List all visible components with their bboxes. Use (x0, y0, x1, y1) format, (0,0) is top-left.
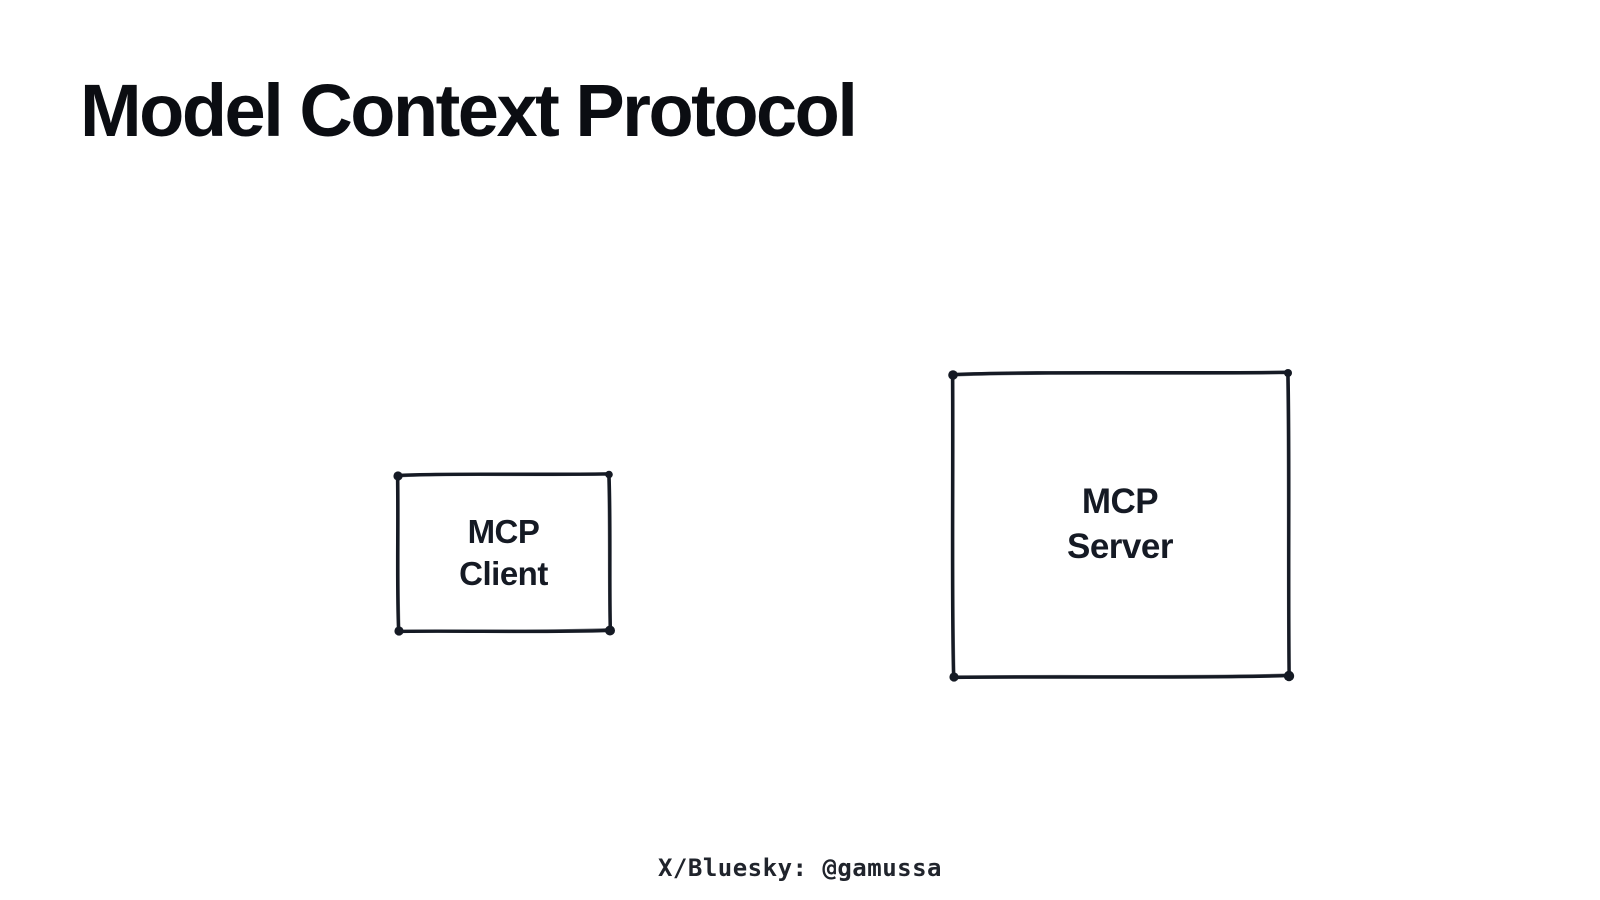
footer-social-handle: X/Bluesky: @gamussa (657, 854, 943, 882)
mcp-client-box: MCP Client (391, 468, 616, 637)
mcp-server-label: MCP Server (1067, 482, 1173, 566)
mcp-client-label: MCP Client (459, 512, 548, 592)
mcp-server-box: MCP Server (945, 366, 1295, 683)
page-title: Model Context Protocol (80, 69, 858, 152)
